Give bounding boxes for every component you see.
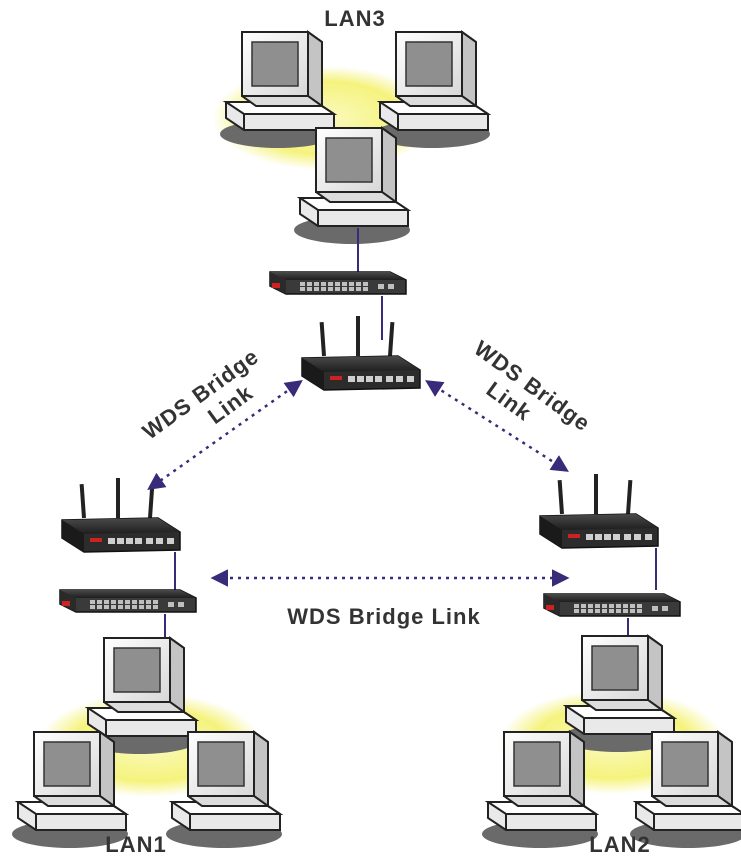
left-router-icon [61, 477, 181, 553]
top-switch-icon [269, 271, 407, 295]
left-switch-icon [59, 589, 197, 613]
right-router-icon [539, 473, 659, 549]
lan1-computer-left-icon [11, 731, 129, 849]
wds-label-bottom: WDS Bridge Link [287, 604, 480, 629]
right-switch-icon [543, 593, 681, 617]
wds-link-top-right [425, 380, 569, 472]
top-router-icon [301, 315, 421, 391]
lan1-label: LAN1 [105, 832, 166, 857]
wds-link-top-left [147, 379, 303, 491]
lan2-computer-left-icon [481, 731, 599, 849]
lan2-label: LAN2 [589, 832, 650, 857]
lan3-label: LAN3 [324, 6, 385, 31]
